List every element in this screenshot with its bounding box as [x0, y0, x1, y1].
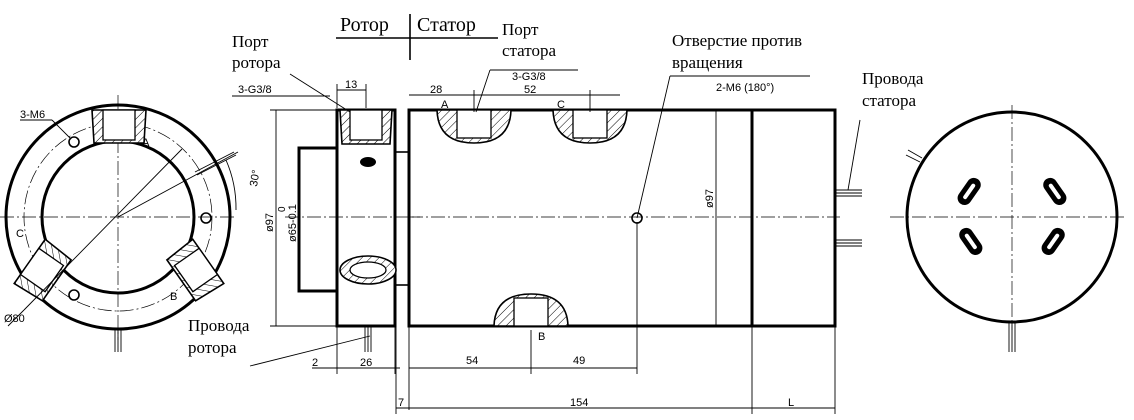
rotor-thread-callout: 3-G3/8: [238, 84, 272, 96]
dim-28: 28: [430, 84, 442, 96]
stator-section: [407, 75, 862, 328]
rotor-wires-label-2: ротора: [188, 338, 237, 357]
rotor-wires-label-1: Провода: [188, 316, 250, 335]
dim-154: 154: [570, 397, 588, 409]
right-end-view: [890, 105, 1125, 352]
stator-label-b: B: [538, 331, 545, 343]
stator-label-a: A: [441, 99, 449, 111]
dim-l: L: [788, 397, 794, 409]
stator-wires-label-2: статора: [862, 91, 916, 110]
diameter-80-callout: Ø80: [4, 313, 25, 325]
mount-hole-2: [200, 212, 212, 224]
dim-49: 49: [573, 355, 585, 367]
dim-dia65-zero: 0: [277, 206, 288, 212]
left-end-view: 3-M6 Ø80 30° A B C: [0, 95, 263, 352]
dim-26: 26: [360, 357, 372, 369]
dim-54: 54: [466, 355, 478, 367]
dim-dia97-right: ø97: [704, 189, 716, 208]
mount-hole-3: [68, 289, 80, 301]
dim-dia97-left: ø97: [264, 213, 276, 232]
dim-7: 7: [398, 397, 404, 409]
anti-rotation-label-2: вращения: [672, 53, 743, 72]
dim-2: 2: [312, 357, 318, 369]
anti-rotation-label-1: Отверстие против: [672, 31, 802, 50]
stator-label-c: C: [557, 99, 565, 111]
left-label-c: C: [16, 228, 24, 240]
rotor-step: [394, 151, 410, 286]
rotor-section: [285, 108, 420, 352]
dim-52: 52: [524, 84, 536, 96]
rotor-port-label-1: Порт: [232, 32, 269, 51]
stator-thread-callout: 3-G3/8: [512, 71, 546, 83]
mount-holes-callout: 3-M6: [20, 109, 45, 121]
stator-port-label-2: статора: [502, 41, 556, 60]
rotor-port-label-2: ротора: [232, 53, 281, 72]
stator-port-label-1: Порт: [502, 20, 539, 39]
rotor-title: Ротор: [340, 14, 389, 36]
stator-title: Статор: [417, 14, 476, 36]
dim-dia65: ø65-0.1: [287, 204, 299, 242]
stator-wires-label-1: Провода: [862, 69, 924, 88]
left-label-a: A: [142, 137, 150, 149]
mount-hole-1: [68, 136, 80, 148]
dim-13: 13: [345, 79, 357, 91]
anti-rotation-thread-callout: 2-M6 (180°): [716, 82, 774, 94]
rotor-shaft: [297, 146, 339, 293]
angle-30-callout: 30°: [248, 169, 263, 187]
left-label-b: B: [170, 291, 177, 303]
